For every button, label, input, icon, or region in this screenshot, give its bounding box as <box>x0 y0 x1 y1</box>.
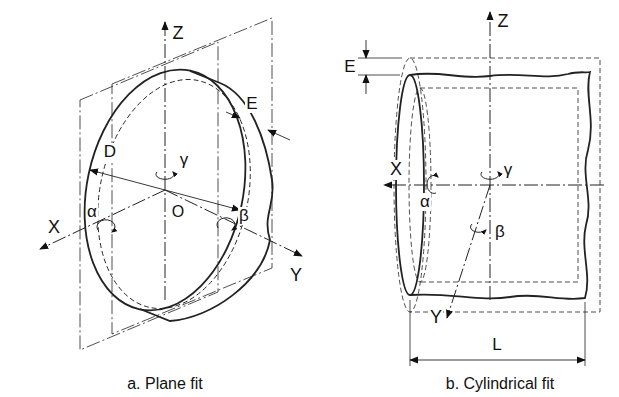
dimension-label: E <box>245 95 258 114</box>
label-anchor: α <box>86 203 98 222</box>
rotation-arc <box>97 220 115 232</box>
dimension-label: L <box>491 336 502 355</box>
thickness-arrow <box>268 130 290 140</box>
diameter-dimension <box>90 170 240 210</box>
rotation-label: γ <box>503 161 514 180</box>
extension-line <box>410 300 411 366</box>
axis-label: X <box>47 218 61 238</box>
reference-plane <box>80 42 218 350</box>
extension-line <box>358 75 400 76</box>
length-dimension <box>410 360 585 361</box>
label-anchor: X <box>389 160 403 180</box>
rotation-label: β <box>238 207 250 226</box>
rotation-arc <box>217 218 235 230</box>
label-anchor: β <box>238 207 250 226</box>
rotation-arc <box>471 224 486 232</box>
label-anchor: Z <box>172 24 185 44</box>
label-anchor: Z <box>497 12 510 32</box>
thickness-arrow <box>226 112 240 118</box>
z-axis <box>490 12 491 300</box>
extension-line <box>585 302 586 366</box>
label-anchor: β <box>494 223 506 242</box>
y-axis <box>447 185 490 318</box>
label-anchor: E <box>245 95 258 114</box>
label-anchor: D <box>103 143 117 162</box>
plane-fit-figure <box>40 18 302 350</box>
subfigure-caption: a. Plane fit <box>126 375 204 393</box>
label-anchor: Y <box>429 308 443 328</box>
cylindrical-fit-figure <box>358 12 604 366</box>
dimension-label: D <box>103 143 117 162</box>
axis-label: Y <box>289 266 303 286</box>
label-anchor: O <box>171 203 185 221</box>
label-anchor: a. Plane fit <box>126 375 204 393</box>
label-anchor: Y <box>289 266 303 286</box>
label-anchor: γ <box>179 151 190 170</box>
z-axis <box>165 22 166 300</box>
dimension-arrow <box>366 75 367 94</box>
reference-plane <box>112 18 272 334</box>
rotation-label: α <box>419 193 431 212</box>
label-anchor: L <box>491 336 502 355</box>
label-anchor: γ <box>503 161 514 180</box>
label-anchor: X <box>47 218 61 238</box>
origin-label: O <box>171 203 185 221</box>
x-axis <box>40 190 165 249</box>
label-anchor: b. Cylindrical fit <box>445 375 555 393</box>
rotation-label: β <box>494 223 506 242</box>
x-axis <box>384 185 604 186</box>
dimension-arrow <box>366 40 367 58</box>
subfigure-caption: b. Cylindrical fit <box>445 375 555 393</box>
dimension-label: E <box>343 58 356 77</box>
label-anchor: α <box>419 193 431 212</box>
rotation-arc <box>481 172 499 179</box>
rotation-arc <box>427 175 438 193</box>
rotation-arc <box>156 172 174 179</box>
axis-label: Z <box>497 12 510 32</box>
axis-label: X <box>389 160 403 180</box>
extension-line <box>358 58 402 59</box>
y-axis <box>165 190 302 256</box>
rotation-label: α <box>86 203 98 222</box>
disc-back-contour <box>140 71 273 321</box>
axis-label: Y <box>429 308 443 328</box>
label-anchor: E <box>343 58 356 77</box>
axis-label: Z <box>172 24 185 44</box>
rotation-label: γ <box>179 151 190 170</box>
